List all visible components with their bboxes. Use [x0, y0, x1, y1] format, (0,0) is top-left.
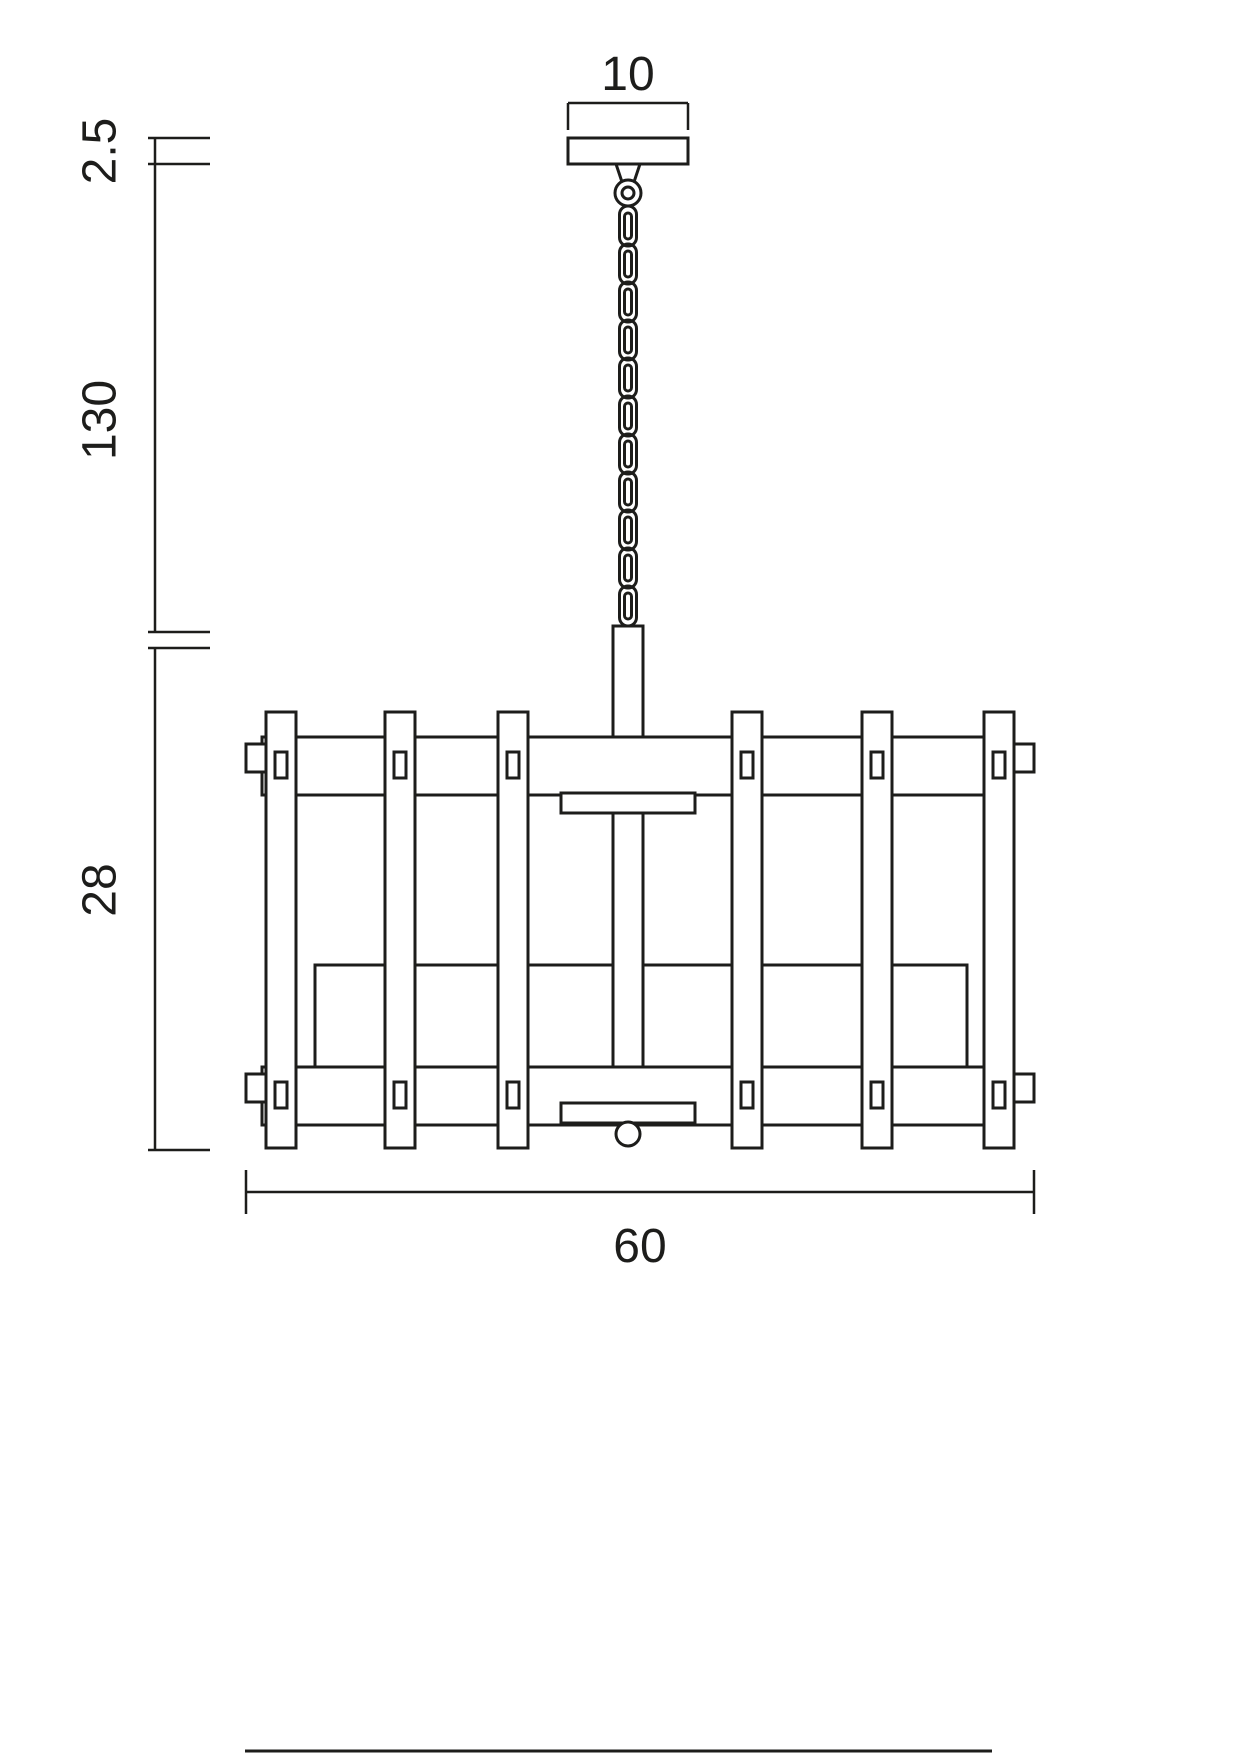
cage-post	[730, 710, 764, 1150]
top-plate	[559, 791, 697, 815]
top-band	[260, 735, 1016, 797]
chain-link	[618, 470, 638, 514]
cage-post	[383, 710, 417, 1150]
cage-post	[860, 710, 894, 1150]
chain-link	[618, 546, 638, 590]
chain-link	[618, 242, 638, 286]
center-rod	[611, 624, 645, 1107]
chain-link	[618, 204, 638, 248]
dim-body-width-label: 60	[613, 1220, 666, 1273]
cage-post	[496, 710, 530, 1150]
chain-link	[618, 280, 638, 324]
bottom-plate	[559, 1101, 697, 1125]
dim-canopy-width-line	[566, 101, 690, 130]
dim-left-line-lower	[148, 646, 210, 1152]
dim-suspension-length-label: 130	[74, 380, 127, 460]
cage-post	[264, 710, 298, 1150]
dim-left-line-upper	[148, 136, 210, 634]
chain-link	[618, 394, 638, 438]
band-tab-top-left	[244, 742, 268, 774]
cage-post	[982, 710, 1016, 1150]
hanging-ring	[613, 178, 643, 208]
chain-link	[618, 508, 638, 552]
dim-body-width-line	[244, 1170, 1036, 1214]
band-tab-top-right	[1012, 742, 1036, 774]
band-tab-bottom-right	[1012, 1072, 1036, 1104]
chain-link	[618, 584, 638, 628]
dim-canopy-height-label: 2.5	[74, 118, 127, 185]
chain-link	[618, 318, 638, 362]
dim-canopy-width-label: 10	[601, 48, 654, 101]
finial-ball	[614, 1120, 642, 1148]
band-tab-bottom-left	[244, 1072, 268, 1104]
dim-body-height-label: 28	[74, 863, 127, 916]
ceiling-canopy	[566, 136, 690, 166]
chain-link	[618, 432, 638, 476]
chain	[618, 204, 638, 628]
hanging-ring-hole	[620, 185, 636, 201]
chain-link	[618, 356, 638, 400]
